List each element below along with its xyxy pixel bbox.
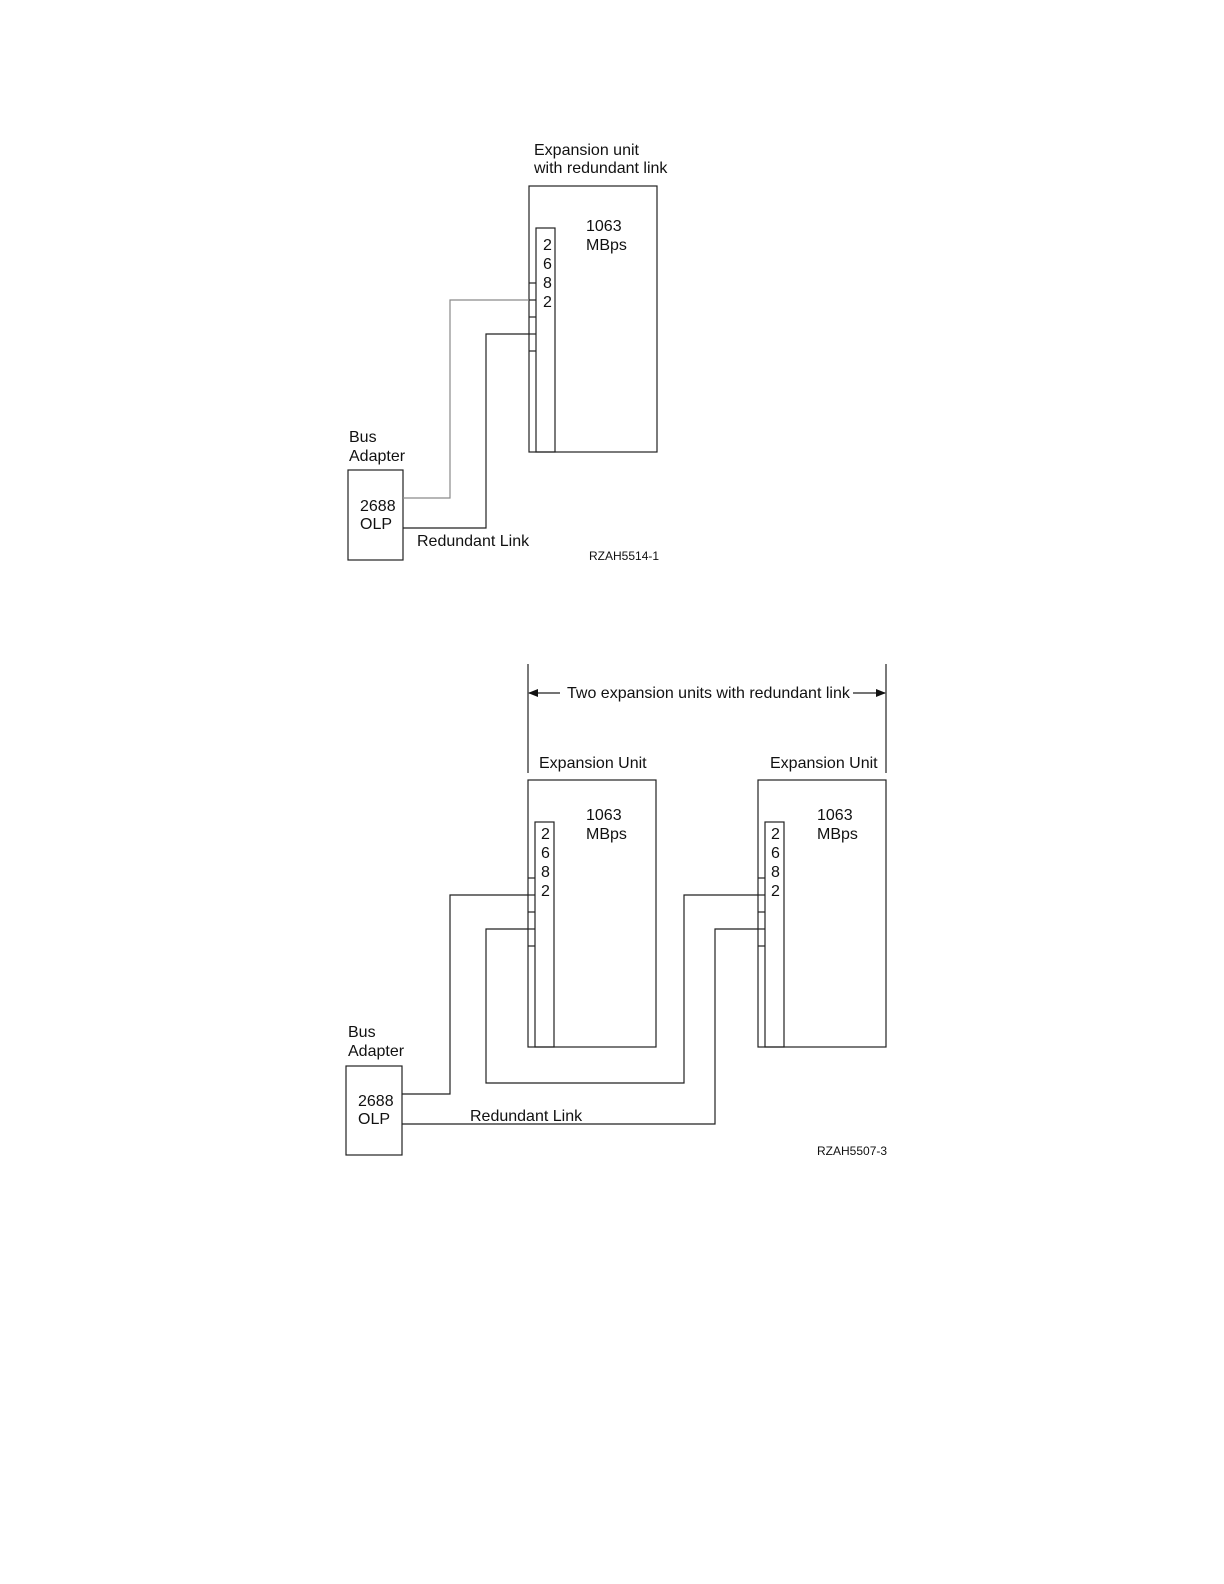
redundant-link-label: Redundant Link <box>470 1108 583 1125</box>
redundant-link <box>403 334 529 528</box>
adapter-label-line2: Adapter <box>349 448 406 465</box>
bus-adapter-box <box>348 470 403 560</box>
primary-link <box>402 895 528 1094</box>
card-digit: 2 <box>543 237 552 254</box>
card-digit: 6 <box>771 845 780 862</box>
adapter-label-line1: Bus <box>349 429 377 446</box>
figure-2: Two expansion units with redundant link … <box>346 664 887 1158</box>
span-label: Two expansion units with redundant link <box>567 685 851 702</box>
speed-line2: MBps <box>586 237 627 254</box>
speed-line1: 1063 <box>586 218 622 235</box>
card-digit: 8 <box>771 864 780 881</box>
unit-label-line1: Expansion unit <box>534 142 640 159</box>
figure-id: RZAH5507-3 <box>817 1144 887 1158</box>
redundant-link-label: Redundant Link <box>417 533 530 550</box>
primary-link <box>403 300 529 498</box>
card-digit: 6 <box>541 845 550 862</box>
unit-interconnect-link <box>486 895 758 1083</box>
adapter-label-line1: Bus <box>348 1024 376 1041</box>
figure-1: Expansion unit with redundant link 1063 … <box>348 142 668 563</box>
speed-line1: 1063 <box>586 807 622 824</box>
adapter-model-line1: 2688 <box>358 1093 394 1110</box>
card-digit: 2 <box>771 826 780 843</box>
card-digit: 2 <box>543 294 552 311</box>
speed-line2: MBps <box>817 826 858 843</box>
adapter-label-line2: Adapter <box>348 1043 405 1060</box>
adapter-model-line1: 2688 <box>360 498 396 515</box>
adapter-model-line2: OLP <box>358 1111 390 1128</box>
speed-line1: 1063 <box>817 807 853 824</box>
card-digit: 2 <box>541 826 550 843</box>
speed-line2: MBps <box>586 826 627 843</box>
unit-right-label: Expansion Unit <box>770 755 878 772</box>
card-digit: 6 <box>543 256 552 273</box>
unit-label-line2: with redundant link <box>533 160 668 177</box>
unit-left-label: Expansion Unit <box>539 755 647 772</box>
card-digit: 8 <box>541 864 550 881</box>
card-digit: 2 <box>541 883 550 900</box>
adapter-model-line2: OLP <box>360 516 392 533</box>
card-digit: 2 <box>771 883 780 900</box>
redundant-link <box>402 929 758 1124</box>
figure-id: RZAH5514-1 <box>589 549 659 563</box>
card-digit: 8 <box>543 275 552 292</box>
